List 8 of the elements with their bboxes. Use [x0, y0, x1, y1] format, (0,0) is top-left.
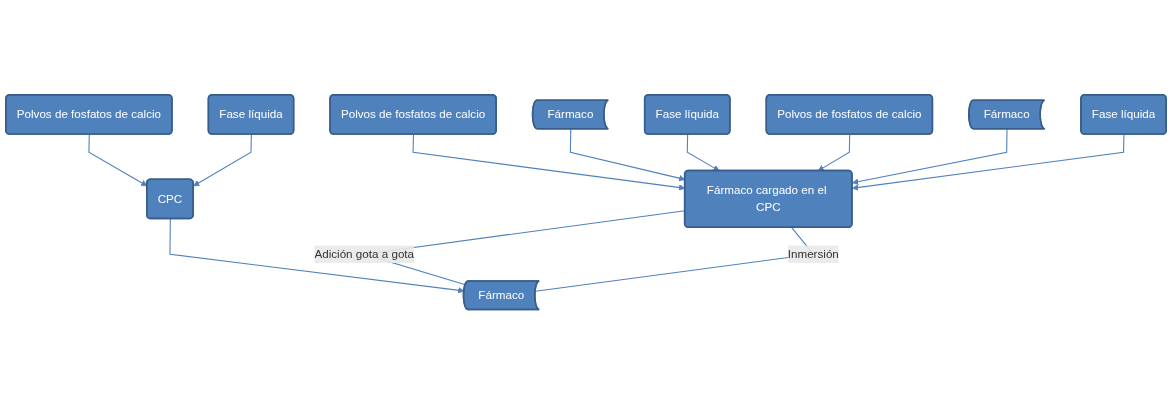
- arrow: [852, 134, 1125, 191]
- arrow: [169, 218, 465, 294]
- arrow: [193, 134, 252, 187]
- edge-label: Inmersión: [787, 247, 839, 261]
- edge-label: Adición gota a gota: [314, 247, 415, 261]
- arrow: [686, 134, 720, 172]
- arrow: [88, 134, 148, 187]
- arrow: [817, 134, 851, 172]
